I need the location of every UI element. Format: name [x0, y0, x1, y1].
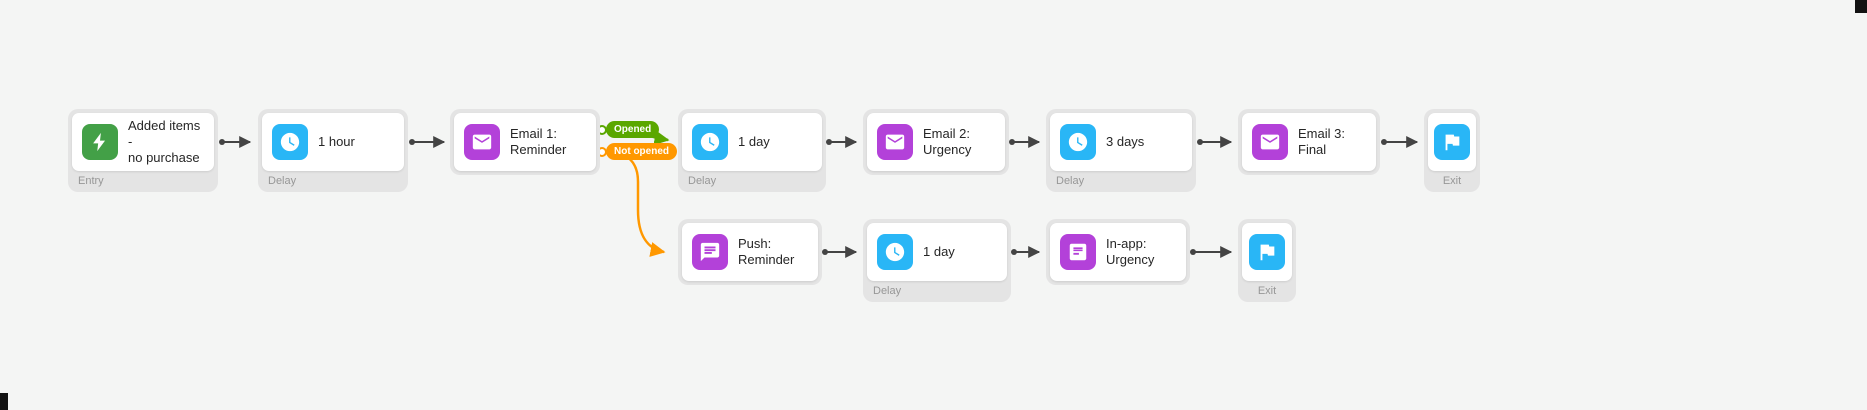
node-delay-1hour[interactable]: 1 hour Delay — [258, 109, 408, 192]
not-opened-badge: Not opened — [606, 143, 677, 160]
node-card: 1 hour — [262, 113, 404, 171]
node-email2[interactable]: Email 2: Urgency — [863, 109, 1009, 175]
clock-icon — [272, 124, 308, 160]
node-push-reminder[interactable]: Push: Reminder — [678, 219, 822, 285]
node-type-label: Delay — [688, 175, 717, 187]
node-email1[interactable]: Email 1: Reminder — [450, 109, 600, 175]
node-card: Email 1: Reminder — [454, 113, 596, 171]
flag-icon — [1434, 124, 1470, 160]
node-delay-3days[interactable]: 3 days Delay — [1046, 109, 1196, 192]
node-exit-branch[interactable]: Exit — [1238, 219, 1296, 302]
node-title: Email 3: Final — [1298, 125, 1345, 157]
node-entry[interactable]: Added items - no purchase Entry — [68, 109, 218, 192]
envelope-icon — [464, 124, 500, 160]
node-card: Push: Reminder — [682, 223, 818, 281]
node-title: 1 day — [923, 243, 955, 259]
node-exit-main[interactable]: Exit — [1424, 109, 1480, 192]
node-card — [1428, 113, 1476, 171]
node-card: In-app: Urgency — [1050, 223, 1186, 281]
clock-icon — [692, 124, 728, 160]
clock-icon — [1060, 124, 1096, 160]
lightning-icon — [82, 124, 118, 160]
node-title: In-app: Urgency — [1106, 235, 1155, 267]
flag-icon — [1249, 234, 1285, 270]
opened-badge: Opened — [606, 121, 660, 138]
node-card — [1242, 223, 1292, 281]
node-type-label: Delay — [1056, 175, 1085, 187]
node-type-label: Entry — [78, 175, 104, 187]
node-title: Email 1: Reminder — [510, 125, 567, 157]
node-delay-1day-notopened[interactable]: 1 day Delay — [863, 219, 1011, 302]
envelope-icon — [877, 124, 913, 160]
node-type-label: Delay — [268, 175, 297, 187]
node-card: Email 3: Final — [1242, 113, 1376, 171]
node-title: Push: Reminder — [738, 235, 795, 267]
connector-not-opened-branch — [605, 150, 666, 257]
node-title: 1 hour — [318, 133, 355, 149]
chat-icon — [692, 234, 728, 270]
node-card: 3 days — [1050, 113, 1192, 171]
node-title: Added items - no purchase — [128, 117, 201, 166]
node-card: 1 day — [682, 113, 822, 171]
node-title: 1 day — [738, 133, 770, 149]
node-card: Email 2: Urgency — [867, 113, 1005, 171]
inapp-message-icon — [1060, 234, 1096, 270]
envelope-icon — [1252, 124, 1288, 160]
node-delay-1day-opened[interactable]: 1 day Delay — [678, 109, 826, 192]
clock-icon — [877, 234, 913, 270]
node-type-label: Delay — [873, 285, 902, 297]
node-inapp-urgency[interactable]: In-app: Urgency — [1046, 219, 1190, 285]
corner-artifact-bottom-left — [0, 393, 8, 410]
node-card: 1 day — [867, 223, 1007, 281]
node-title: Email 2: Urgency — [923, 125, 972, 157]
node-title: 3 days — [1106, 133, 1145, 149]
node-email3[interactable]: Email 3: Final — [1238, 109, 1380, 175]
corner-artifact-top-right — [1855, 0, 1867, 13]
node-card: Added items - no purchase — [72, 113, 214, 171]
node-type-label: Exit — [1257, 285, 1277, 297]
node-type-label: Exit — [1442, 175, 1462, 187]
